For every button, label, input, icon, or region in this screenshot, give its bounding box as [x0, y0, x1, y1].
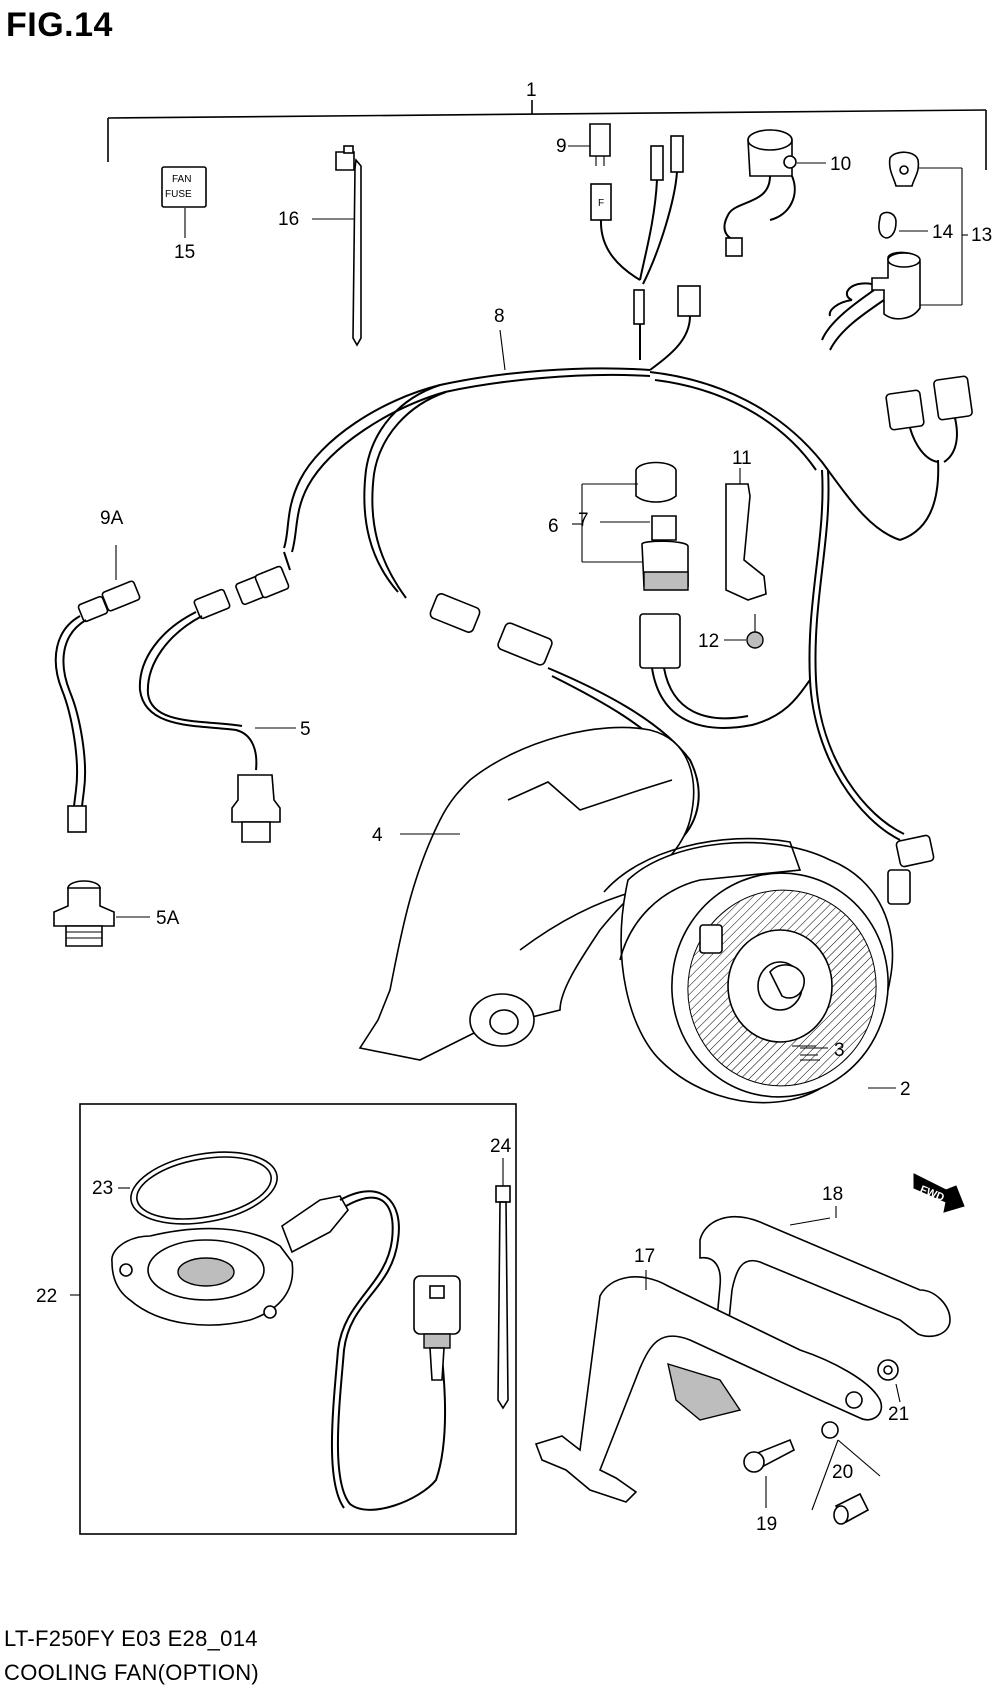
wire-lead-part-9a: [54, 545, 141, 833]
label-14: 14: [932, 222, 954, 243]
label-21: 21: [888, 1404, 909, 1425]
label-18: 18: [822, 1184, 843, 1205]
thermo-switch-part-5: [138, 551, 296, 843]
switch-part-10: [723, 129, 826, 257]
label-11: 11: [732, 448, 752, 469]
label-9a: 9A: [100, 508, 124, 529]
kit-box-part-22: [70, 1103, 517, 1535]
label-15: 15: [174, 242, 195, 263]
cable-tie-part-16: [312, 145, 362, 347]
fuse-holder-part-9: F: [568, 123, 701, 371]
bracket-part-11: [725, 468, 767, 601]
label-1: 1: [526, 80, 537, 101]
label-22: 22: [36, 1286, 57, 1307]
label-20: 20: [832, 1462, 853, 1483]
thermo-switch-part-5a: [53, 880, 150, 947]
bulb-socket-assembly-13: [821, 151, 968, 351]
gasket-part-23: [118, 1151, 278, 1225]
cooling-fan-motor-part-2: [603, 837, 894, 1104]
fan-shroud-part-4: [358, 726, 695, 1061]
assembly-bracket-1: [107, 100, 987, 170]
bracket-part-18: [699, 1206, 951, 1338]
fwd-arrow-icon: FWD: [913, 1173, 965, 1213]
fwd-text: FWD: [918, 1184, 946, 1205]
harness-couplers: [429, 593, 935, 905]
main-harness-part-8: [283, 329, 973, 841]
thermostat-housing: [111, 1190, 461, 1511]
label-10: 10: [830, 154, 851, 175]
label-24: 24: [490, 1136, 512, 1157]
label-23: 23: [92, 1178, 113, 1199]
label-5a: 5A: [156, 908, 180, 929]
label-13: 13: [971, 225, 992, 246]
collar-part-20: [811, 1439, 881, 1525]
label-19: 19: [756, 1514, 777, 1535]
cable-tie-part-24: [495, 1158, 511, 1410]
figure-caption: COOLING FAN(OPTION): [4, 1660, 260, 1685]
relay-part-6: [572, 461, 811, 729]
label-9: 9: [556, 136, 567, 157]
label-12: 12: [698, 631, 719, 652]
label-3: 3: [834, 1040, 845, 1061]
fan-fuse-part-15: FAN FUSE: [161, 166, 207, 238]
label-17: 17: [634, 1246, 655, 1267]
fuse-text-line1: FAN: [172, 174, 191, 185]
model-code: LT-F250FY E03 E28_014: [4, 1626, 258, 1651]
label-4: 4: [372, 825, 383, 846]
bracket-part-17: [534, 1270, 883, 1503]
label-8: 8: [494, 306, 505, 327]
relay-mark: F: [598, 198, 604, 209]
fuse-text-line2: FUSE: [165, 189, 192, 200]
nut-part-21: [877, 1359, 901, 1403]
label-2: 2: [900, 1079, 911, 1100]
fan-blade-part-3: [769, 964, 828, 1049]
bolt-part-19: [743, 1438, 796, 1508]
label-7: 7: [578, 510, 589, 531]
label-5: 5: [300, 719, 311, 740]
figure-title: FIG.14: [6, 6, 113, 44]
label-6: 6: [548, 516, 559, 537]
screw-part-12: [724, 614, 764, 649]
label-16: 16: [278, 209, 299, 230]
